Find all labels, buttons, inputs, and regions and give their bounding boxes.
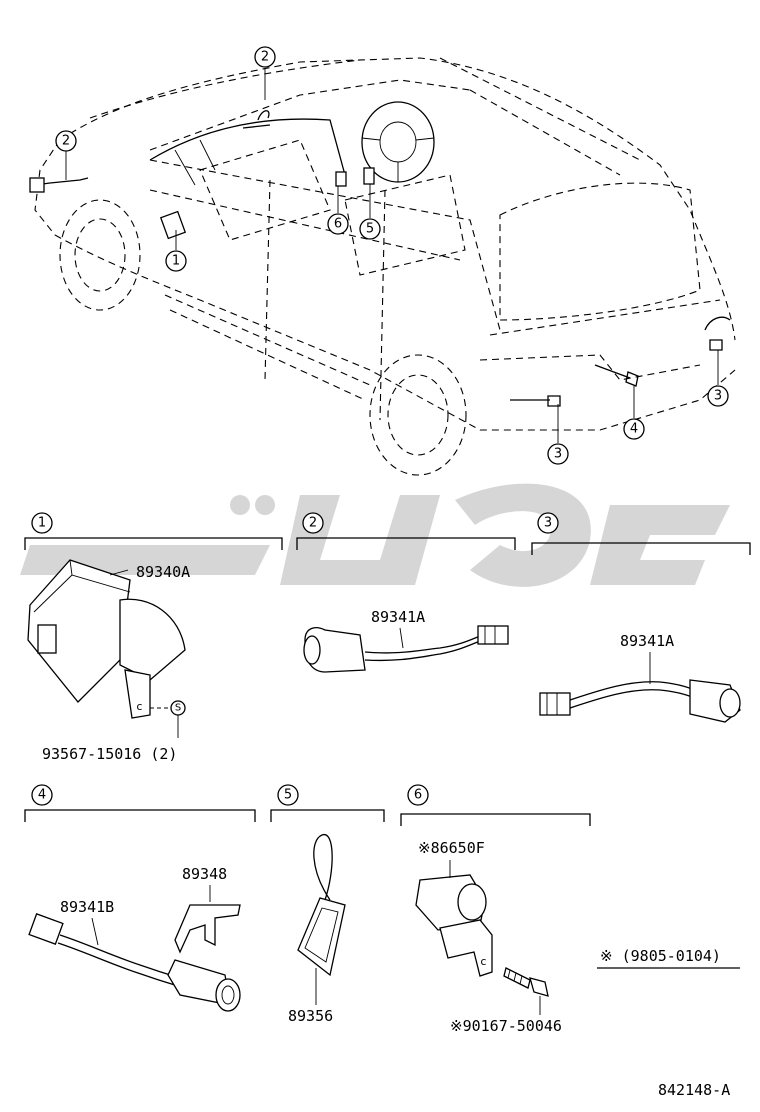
part-label-90167-50046: ※90167-50046 xyxy=(450,1017,562,1035)
svg-text:6: 6 xyxy=(334,217,342,232)
callout-3-bottom: 3 xyxy=(547,443,569,465)
callout-4: 4 xyxy=(623,418,645,440)
part-label-93567-15016: 93567-15016 (2) xyxy=(42,745,177,763)
section-3: 3 89341A xyxy=(531,512,751,723)
svg-text:2: 2 xyxy=(62,134,70,149)
back-sensor-harness-part xyxy=(28,913,241,1012)
svg-text:4: 4 xyxy=(38,788,46,803)
buzzer-part: c xyxy=(415,874,493,977)
part-label-89340a: 89340A xyxy=(136,563,190,581)
tag-part xyxy=(297,834,346,977)
fastener-symbol: S xyxy=(175,703,181,714)
vehicle-overview: 2 2 1 6 5 3 4 3 xyxy=(29,46,736,476)
part-label-86650f: ※86650F xyxy=(418,839,485,857)
svg-text:2: 2 xyxy=(309,516,317,531)
callout-5: 5 xyxy=(359,218,381,240)
part-label-89348: 89348 xyxy=(182,865,227,883)
svg-text:1: 1 xyxy=(172,254,180,269)
callout-2-left: 2 xyxy=(55,130,77,152)
part-label-89341a-sec2: 89341A xyxy=(371,608,425,626)
svg-text:2: 2 xyxy=(261,50,269,65)
svg-text:5: 5 xyxy=(366,222,374,237)
watermark-logo xyxy=(20,483,730,587)
computer-unit-part: c xyxy=(27,559,186,719)
svg-text:3: 3 xyxy=(554,447,562,462)
callout-3-right: 3 xyxy=(707,385,729,407)
svg-text:1: 1 xyxy=(38,516,46,531)
svg-text:※ (9805-0104): ※ (9805-0104) xyxy=(600,947,721,965)
part-label-89341b: 89341B xyxy=(60,898,114,916)
bracket-mark-c-2: c xyxy=(480,955,487,968)
callout-6: 6 xyxy=(327,213,349,235)
sensor-bracket-part xyxy=(174,904,241,954)
svg-text:4: 4 xyxy=(630,422,638,437)
svg-text:3: 3 xyxy=(714,389,722,404)
svg-text:3: 3 xyxy=(544,516,552,531)
sensor-harness-part xyxy=(303,625,509,673)
callout-2-top: 2 xyxy=(254,46,276,68)
screw-part xyxy=(503,967,549,997)
callout-1: 1 xyxy=(165,250,187,272)
section-2: 2 89341A xyxy=(296,512,516,673)
section-5: 5 89356 xyxy=(270,784,385,1025)
svg-text:5: 5 xyxy=(284,788,292,803)
part-label-89341a-sec3: 89341A xyxy=(620,632,674,650)
applicability-note: ※ (9805-0104) xyxy=(597,947,740,969)
section-1: 1 c S 89340A 93567-15016 (2) xyxy=(24,512,283,763)
bracket-mark-c: c xyxy=(136,700,143,713)
diagram-id: 842148-A xyxy=(658,1081,730,1099)
svg-text:6: 6 xyxy=(414,788,422,803)
section-4: 4 89341B 89348 xyxy=(24,784,256,1012)
section-6: 6 c ※86650F ※90167-50046 xyxy=(400,784,591,1035)
sensor-harness-part-2 xyxy=(539,679,741,723)
part-label-89356: 89356 xyxy=(288,1007,333,1025)
